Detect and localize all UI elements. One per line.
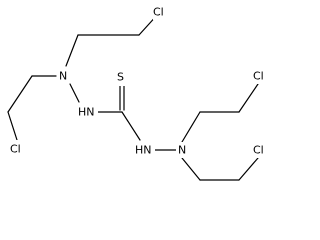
atom-label: S (117, 71, 124, 84)
atom-cl-top: Cl (153, 4, 172, 20)
bond (238, 83, 259, 113)
atom-s: S (115, 70, 129, 86)
bond (181, 111, 201, 143)
bond-layer (7, 12, 259, 181)
atom-label: Cl (253, 144, 264, 157)
atom-n-right: N (176, 142, 189, 158)
bond (121, 111, 141, 141)
atom-nh-right: HN (134, 142, 155, 158)
atom-label: Cl (10, 143, 21, 156)
atom-label: Cl (253, 70, 264, 83)
atom-label: Cl (153, 6, 164, 19)
atom-n-left: N (57, 67, 70, 83)
atom-label: HN (135, 144, 152, 157)
atom-label: N (59, 70, 67, 83)
bond (181, 157, 201, 181)
atom-cl-lower-right: Cl (252, 142, 272, 158)
atom-layer: Cl Cl N HN S Cl N HN (10, 4, 272, 158)
structure-diagram: Cl Cl N HN S Cl N HN (7, 4, 272, 181)
bond (238, 157, 259, 181)
atom-cl-upper-right: Cl (252, 68, 272, 84)
atom-cl-left: Cl (10, 140, 29, 156)
atom-nh-left: HN (77, 103, 98, 119)
bond (69, 83, 80, 103)
atom-label: N (178, 144, 186, 157)
atom-label: HN (78, 106, 95, 119)
bond (7, 75, 33, 113)
bond (65, 34, 79, 67)
bond (7, 111, 18, 141)
